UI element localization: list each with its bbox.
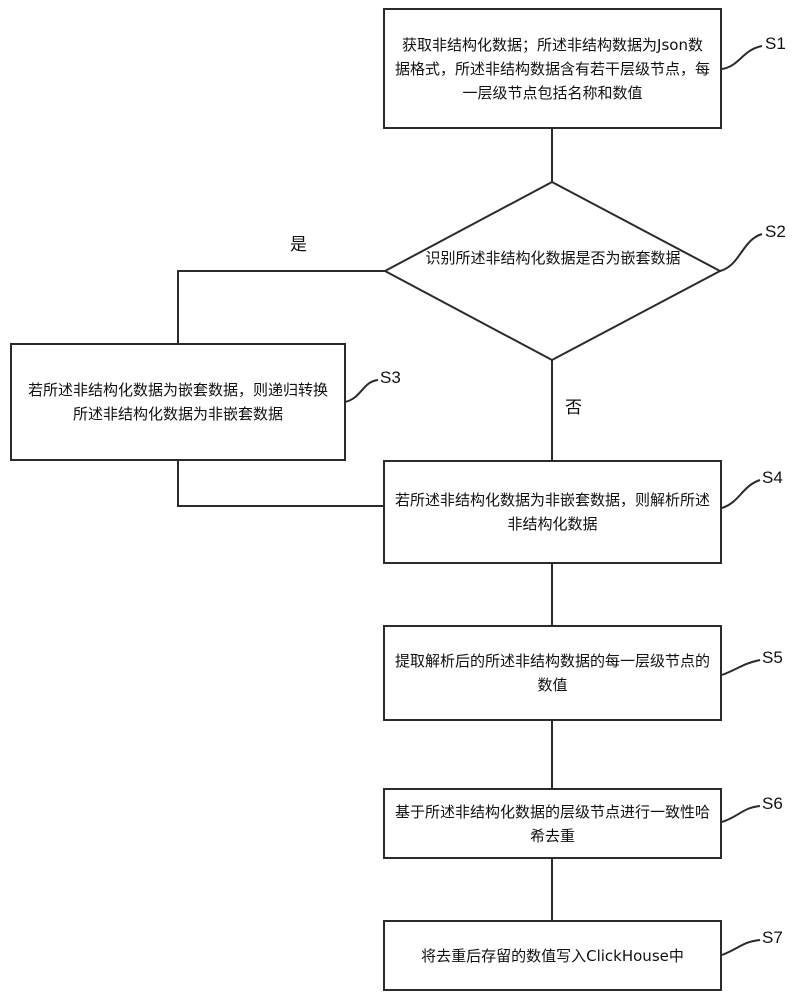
- step-s5-label: S5: [762, 648, 783, 667]
- step-s7-text: 将去重后存留的数值写入ClickHouse中: [421, 946, 684, 965]
- decision-diamond: [382, 180, 723, 362]
- step-s2-label: S2: [765, 222, 786, 241]
- leader-s7: [721, 939, 761, 956]
- step-s7-box: 将去重后存留的数值写入ClickHouse中: [383, 920, 722, 991]
- step-s3-text: 若所述非结构化数据为嵌套数据，则递归转换所述非结构化数据为非嵌套数据: [27, 381, 328, 423]
- step-s4-label: S4: [762, 468, 783, 487]
- step-s6-label: S6: [762, 794, 783, 813]
- step-s6-box: 基于所述非结构化数据的层级节点进行一致性哈希去重: [383, 788, 722, 859]
- step-s4-text: 若所述非结构化数据为非嵌套数据，则解析所述非结构化数据: [395, 491, 711, 533]
- step-s3-box: 若所述非结构化数据为嵌套数据，则递归转换所述非结构化数据为非嵌套数据: [10, 343, 346, 461]
- leader-s1: [721, 45, 763, 70]
- step-s1-text: 获取非结构化数据；所述非结构数据为Json数据格式，所述非结构数据含有若干层级节…: [395, 35, 711, 102]
- branch-yes-label: 是: [290, 235, 307, 255]
- step-s6-text: 基于所述非结构化数据的层级节点进行一致性哈希去重: [395, 802, 711, 845]
- leader-s6: [721, 805, 761, 823]
- connector-yes-s3: [177, 270, 385, 343]
- step-s5-box: 提取解析后的所述非结构数据的每一层级节点的数值: [383, 625, 722, 721]
- leader-s3: [344, 379, 379, 403]
- step-s3-label: S3: [380, 368, 401, 387]
- step-s1-box: 获取非结构化数据；所述非结构数据为Json数据格式，所述非结构数据含有若干层级节…: [383, 8, 722, 129]
- connector-s3-s4: [177, 460, 383, 507]
- step-s7-label: S7: [762, 928, 783, 947]
- step-s2-text: 识别所述非结构化数据是否为嵌套数据: [425, 249, 681, 267]
- step-s4-box: 若所述非结构化数据为非嵌套数据，则解析所述非结构化数据: [383, 460, 722, 564]
- step-s5-text: 提取解析后的所述非结构数据的每一层级节点的数值: [395, 652, 711, 694]
- leader-s4: [721, 479, 761, 509]
- leader-s2: [719, 233, 763, 272]
- step-s1-label: S1: [765, 34, 786, 53]
- branch-no-label: 否: [565, 398, 582, 418]
- leader-s5: [721, 659, 761, 676]
